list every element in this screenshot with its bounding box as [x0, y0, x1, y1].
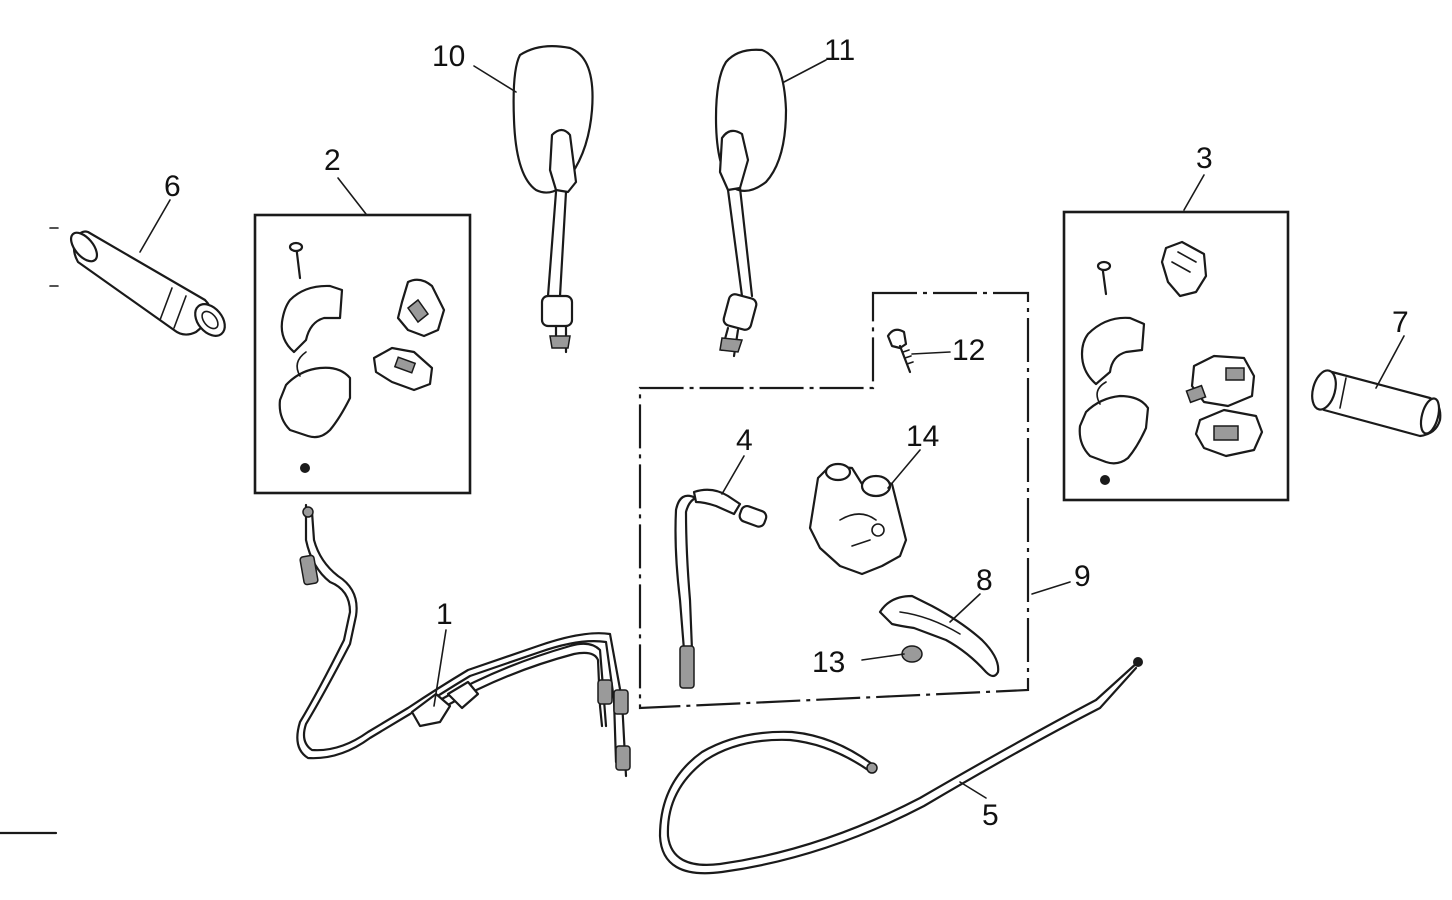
- callout-12: 12: [952, 334, 985, 367]
- callout-11: 11: [824, 34, 855, 67]
- brake-hose-part: [674, 488, 768, 689]
- callout-labels: 1 2 3 4 5 6 7 8 9 10 11 12 13 14: [164, 34, 1409, 832]
- callout-5: 5: [982, 799, 999, 832]
- callout-13: 13: [812, 646, 845, 679]
- left-mirror-part: [512, 45, 594, 354]
- nut-part: [901, 645, 923, 663]
- brake-lever-part: [878, 594, 1000, 678]
- callout-8: 8: [976, 564, 993, 597]
- throttle-cable-part: [296, 503, 631, 778]
- callout-1: 1: [436, 598, 453, 631]
- left-switch-assembly-part: [253, 213, 472, 495]
- callout-3: 3: [1196, 142, 1213, 175]
- callout-6: 6: [164, 170, 181, 203]
- right-grip-part: [1311, 369, 1442, 438]
- callout-10: 10: [432, 40, 465, 73]
- bolt-part: [886, 328, 914, 374]
- callout-7: 7: [1392, 306, 1409, 339]
- brake-cable-part: [658, 657, 1143, 875]
- right-mirror-part: [714, 48, 788, 358]
- master-cylinder-part: [808, 462, 908, 576]
- callout-14: 14: [906, 420, 939, 453]
- callout-2: 2: [324, 144, 341, 177]
- leader-lines: [139, 59, 1405, 799]
- callout-4: 4: [736, 424, 753, 457]
- callout-9: 9: [1074, 560, 1091, 593]
- edge-marks: [0, 227, 59, 835]
- brake-lever-group-box: [638, 291, 1030, 710]
- right-switch-assembly-part: [1062, 210, 1290, 502]
- left-grip-part: [69, 230, 226, 337]
